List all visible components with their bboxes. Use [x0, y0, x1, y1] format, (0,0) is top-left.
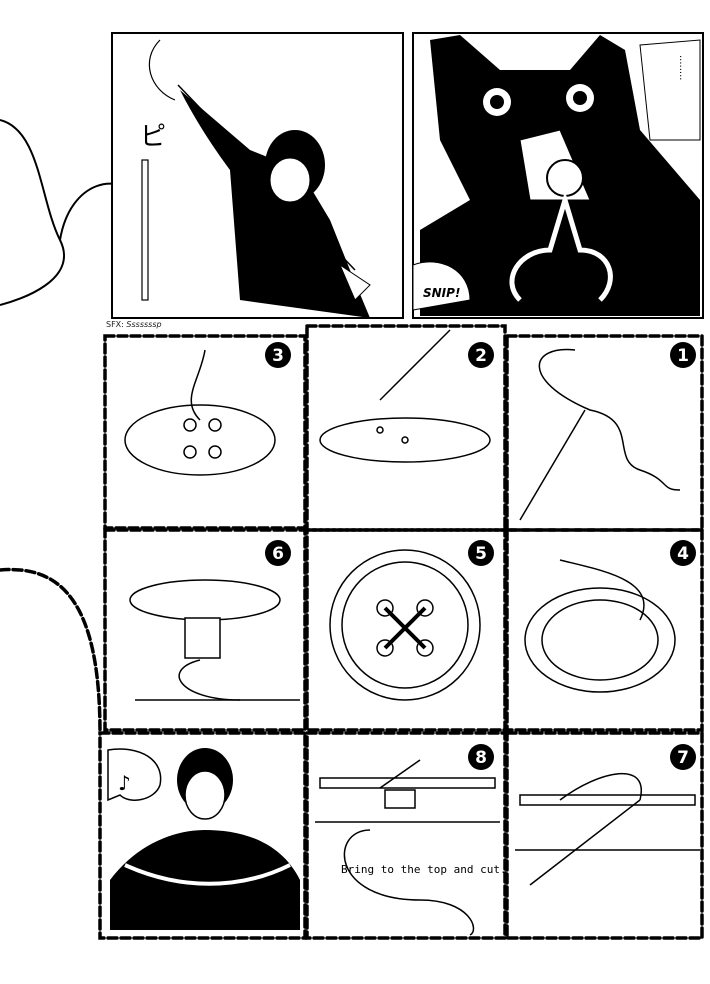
stitched-panel-borders — [0, 324, 704, 940]
step-illustrations — [107, 329, 700, 936]
sfx-caption-label: SFX: — [106, 320, 124, 329]
panel-girl-pulling-thread: ピ — [111, 32, 404, 319]
sfx-caption-text: Sssssssp — [126, 320, 162, 329]
sfx-snip: SNIP! — [423, 286, 460, 300]
panel-cat-cutting-thread: ........ SNIP! — [412, 32, 704, 319]
button-drawing — [546, 159, 584, 197]
step-number-3: 3 — [272, 346, 284, 366]
music-note-icon: ♪ — [118, 771, 131, 795]
thread-line — [0, 119, 65, 306]
step-number-4: 4 — [677, 544, 689, 564]
step-numbers: 1 2 3 4 5 6 7 8 — [265, 342, 696, 770]
step-number-6: 6 — [272, 544, 284, 564]
step-number-1: 1 — [677, 346, 689, 366]
step8-caption: Bring to the top and cut. — [341, 863, 507, 876]
step-number-5: 5 — [475, 544, 487, 564]
speech-bubble-text: ........ — [677, 55, 688, 80]
step-number-2: 2 — [475, 346, 487, 366]
scissors-drawing — [509, 191, 613, 302]
step-number-7: 7 — [677, 748, 689, 768]
sfx-glyph: ピ — [140, 122, 166, 152]
step-number-8: 8 — [475, 748, 487, 768]
sfx-caption: SFX: Sssssssp — [106, 320, 162, 329]
